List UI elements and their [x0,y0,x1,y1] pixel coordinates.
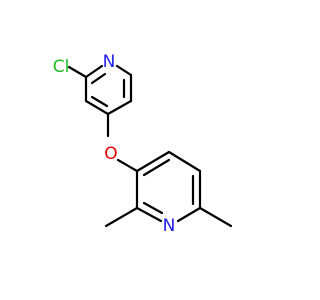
bond-n2-c2b [135,206,163,223]
bond-lines [67,64,233,228]
bond-o-c3b [116,158,139,173]
atom-label-o: O [104,144,117,164]
bond-c2-n1-inner [90,72,107,85]
bond-c4b-c5b [167,150,202,173]
structure-canvas: Cl N O N [53,52,233,236]
bond-c2b-methyl [104,206,139,228]
atom-label-n1: N [103,52,116,72]
bond-c6b-methyl [198,206,233,228]
atom-label-n2: N [163,216,176,236]
atom-labels: Cl N O N [53,52,176,236]
bond-n2-c2b-inner [142,201,164,215]
bond-c3b-c4b [135,150,171,173]
bond-c4-c3 [84,99,110,116]
bond-cl-c2 [67,65,88,79]
bond-c6b-n2 [176,206,202,223]
bond-n1-c6 [115,64,133,77]
atom-label-cl: Cl [53,57,70,77]
bond-c5-c4 [106,99,133,116]
bond-c4-c3-inner [90,95,109,108]
bond-c2-n1 [84,64,104,79]
bond-c3b-c4b-inner [142,158,171,177]
